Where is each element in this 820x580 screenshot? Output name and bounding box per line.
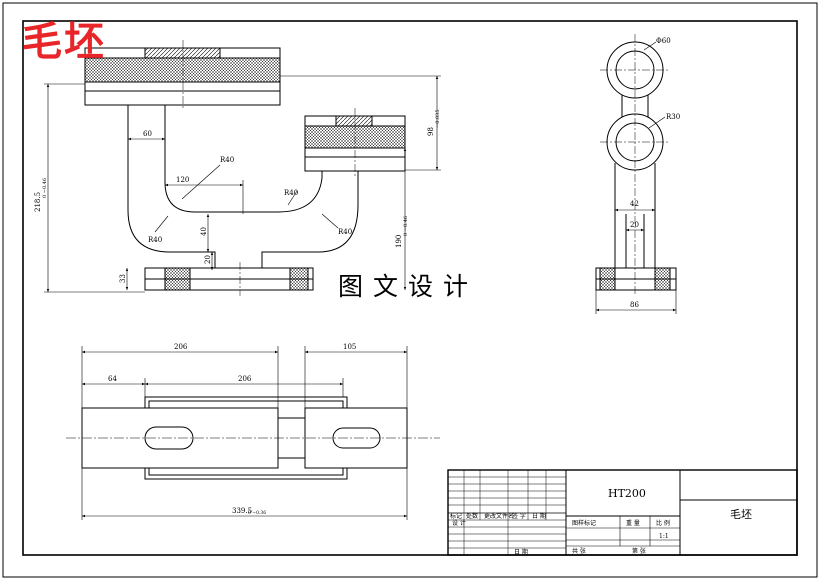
design-label: 图文设计 bbox=[338, 272, 479, 301]
dim-total-tol: 0 −0.36 bbox=[248, 510, 266, 516]
dim-206-top: 206 bbox=[174, 343, 188, 351]
side-view bbox=[595, 34, 677, 296]
tb-header-file: 更改文件名 bbox=[484, 512, 514, 520]
dim-r40-left: R40 bbox=[148, 236, 162, 244]
dim-total-339: 339.5 bbox=[232, 507, 252, 515]
dim-r40-right: R40 bbox=[284, 189, 298, 197]
dim-height-218-tol: 0 −0.46 bbox=[42, 178, 48, 198]
dim-190: 190 bbox=[395, 235, 403, 248]
dim-42: 42 bbox=[630, 200, 639, 208]
dim-206-second: 206 bbox=[238, 375, 252, 383]
part-name-label: 毛坯 bbox=[730, 508, 752, 521]
dim-64: 64 bbox=[108, 375, 117, 383]
dim-86: 86 bbox=[630, 301, 639, 309]
tb-header-design: 设 计 bbox=[452, 519, 466, 527]
top-view-dimensions bbox=[81, 346, 408, 520]
tb-header-scale: 比 例 bbox=[656, 519, 670, 527]
front-view-dimensions bbox=[44, 75, 441, 293]
dim-40: 40 bbox=[200, 227, 208, 236]
tb-header-stage: 图样标记 bbox=[572, 519, 596, 527]
side-view-dim-texts: Φ60 R30 42 20 86 bbox=[630, 37, 680, 309]
dim-190-tol: 0 −0.46 bbox=[403, 216, 409, 236]
watermark-title: 毛坯 bbox=[22, 19, 106, 65]
dim-120: 120 bbox=[176, 176, 189, 184]
dim-60: 60 bbox=[143, 130, 152, 138]
side-view-dimensions bbox=[595, 41, 677, 314]
dim-98-tol: −0.035 bbox=[435, 109, 441, 128]
dim-dia60: Φ60 bbox=[656, 37, 671, 45]
dim-r30: R30 bbox=[666, 113, 680, 121]
title-block-texts: HT200 毛坯 标记 处数 更改文件名 签 字 日 期 设 计 图样标记 重 … bbox=[450, 487, 752, 556]
tb-header-date: 日 期 bbox=[532, 512, 546, 520]
dim-98: 98 bbox=[427, 127, 435, 136]
dim-height-218: 218.5 bbox=[34, 192, 42, 212]
tb-header-check-date: 日 期 bbox=[514, 548, 528, 556]
dim-105: 105 bbox=[343, 343, 356, 351]
top-view bbox=[66, 396, 440, 480]
dim-20: 20 bbox=[204, 255, 212, 264]
tb-header-sheet: 第 张 bbox=[632, 547, 646, 555]
dim-20-side: 20 bbox=[630, 221, 639, 229]
tb-header-count: 处数 bbox=[466, 512, 478, 520]
tb-header-sign: 签 字 bbox=[512, 512, 526, 520]
material-label: HT200 bbox=[608, 487, 646, 500]
dim-33: 33 bbox=[119, 274, 127, 283]
tb-scale-value: 1:1 bbox=[659, 533, 669, 540]
dim-r40-top: R40 bbox=[220, 156, 234, 164]
front-view bbox=[84, 40, 406, 296]
tb-header-total: 共 张 bbox=[572, 547, 586, 555]
sheet-inner-border bbox=[22, 20, 798, 556]
top-view-dim-texts: 206 105 64 206 339.5 0 −0.36 bbox=[108, 343, 356, 516]
tb-header-mark: 标记 bbox=[450, 512, 462, 520]
front-view-dim-texts: 218.5 0 −0.46 98 −0.035 190 0 −0.46 60 1… bbox=[34, 109, 441, 283]
dim-r40-far-right: R40 bbox=[338, 228, 352, 236]
title-block bbox=[447, 469, 798, 556]
tb-header-weight: 重 量 bbox=[626, 519, 640, 527]
